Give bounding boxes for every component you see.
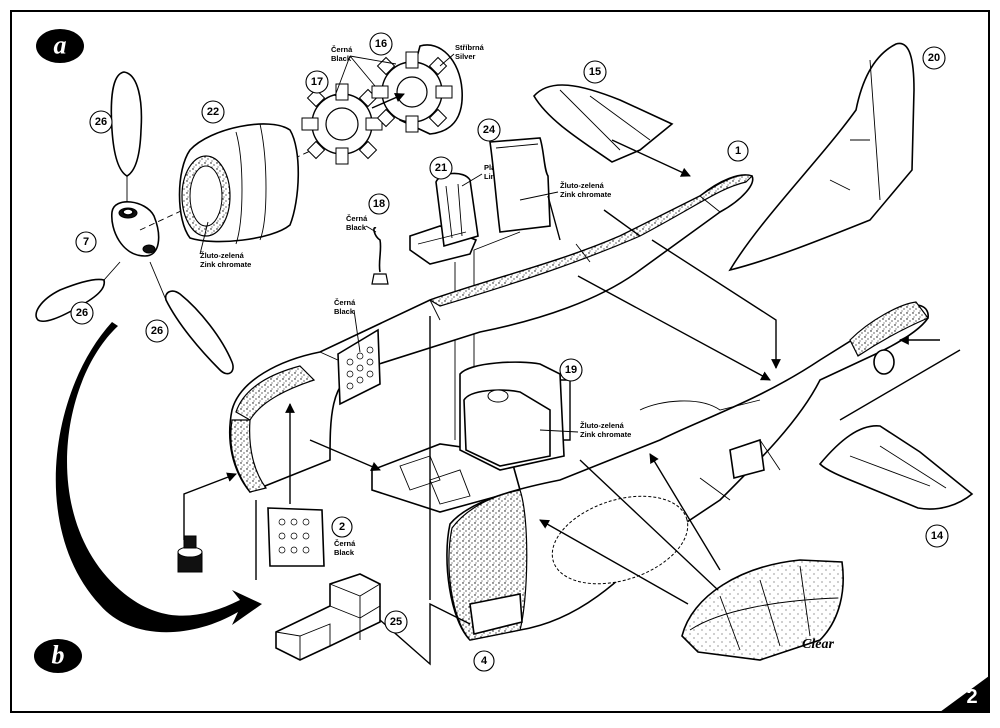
propeller-blade-right <box>149 261 234 375</box>
callout-15-text: 15 <box>589 66 601 78</box>
pilot-seat <box>409 172 479 265</box>
callout-25-text: 25 <box>390 616 402 628</box>
step-b-label: b <box>52 641 65 670</box>
page-number-corner <box>940 676 989 712</box>
callout-2-text: 2 <box>339 521 345 533</box>
callout-22: 22 <box>201 100 225 124</box>
engine-silver-en: Silver <box>455 52 476 61</box>
callout-18-text: 18 <box>373 198 385 210</box>
tank-zinc-leader <box>539 429 579 433</box>
callout-1-text: 1 <box>735 145 741 157</box>
fuselage-left-half <box>229 174 754 493</box>
cowl-zinc-cz: Žluto-zelená <box>200 251 245 260</box>
part2-black-cz: Černá <box>334 539 356 548</box>
engine-silver-leader <box>439 53 455 67</box>
callout-24: 24 <box>477 118 501 142</box>
callout-1: 1 <box>727 140 749 162</box>
callout-17-text: 17 <box>311 76 323 88</box>
spinner <box>111 201 160 257</box>
engine-cowling <box>178 123 300 245</box>
headrest-zinc-cz: Žluto-zelená <box>560 181 605 190</box>
cowl-zinc-en: Zink chromate <box>200 260 251 269</box>
callout-26-left-text: 26 <box>76 307 88 319</box>
callout-26-left: 26 <box>70 301 94 325</box>
panel-black-cz: Černá <box>334 298 356 307</box>
firewall-tank <box>459 361 565 471</box>
callout-17: 17 <box>305 70 329 94</box>
callout-26-top-text: 26 <box>95 116 107 128</box>
stabilizer-right <box>818 425 974 510</box>
propeller-blade-top <box>110 71 143 206</box>
callout-26-right: 26 <box>145 319 169 343</box>
callout-16: 16 <box>369 32 393 56</box>
seat-linen-leader <box>461 173 483 187</box>
callout-15: 15 <box>583 60 607 84</box>
callout-14-text: 14 <box>931 530 944 542</box>
block-25 <box>275 573 381 661</box>
instrument-panel-part2 <box>267 507 325 567</box>
panel-black-en: Black <box>334 307 355 316</box>
callout-19-text: 19 <box>565 364 577 376</box>
engine-black-en: Black <box>331 54 352 63</box>
step-b-badge: b <box>34 639 82 673</box>
callout-16-text: 16 <box>375 38 387 50</box>
callout-20-text: 20 <box>928 52 940 64</box>
callout-26-right-text: 26 <box>151 325 163 337</box>
engine-front-row <box>301 83 383 165</box>
tail-wheel <box>873 349 895 375</box>
headrest-zinc-leader <box>519 191 559 201</box>
tank-zinc-en: Zink chromate <box>580 430 631 439</box>
callout-21: 21 <box>429 156 453 180</box>
engine-rear-row <box>371 44 463 135</box>
headrest-armor <box>489 137 551 233</box>
stick-black-cz: Černá <box>346 214 368 223</box>
assembly-leader-lines <box>183 139 961 666</box>
callout-7-text: 7 <box>83 236 89 248</box>
callout-18: 18 <box>368 193 390 215</box>
control-stick <box>371 226 389 285</box>
callout-25: 25 <box>384 610 408 634</box>
callout-20: 20 <box>922 46 946 70</box>
tank-zinc-cz: Žluto-zelená <box>580 421 625 430</box>
callout-21-text: 21 <box>435 162 447 174</box>
step-a-badge: a <box>36 29 84 63</box>
stabilizer-left <box>533 84 674 163</box>
panel-black-leader <box>353 309 361 353</box>
instrument-panel <box>337 328 381 406</box>
stick-black-leader <box>365 225 377 233</box>
page-frame <box>10 10 990 713</box>
engine-silver-cz: Stříbrná <box>455 43 485 52</box>
callout-26-top: 26 <box>89 110 113 134</box>
headrest-zinc-en: Zink chromate <box>560 190 611 199</box>
callout-7: 7 <box>75 231 97 253</box>
cowl-zinc-leader <box>199 221 209 255</box>
callout-24-text: 24 <box>483 124 496 136</box>
small-fitting <box>177 535 203 573</box>
step-a-label: a <box>54 31 67 60</box>
canopy <box>681 559 844 661</box>
callout-4-text: 4 <box>481 655 488 667</box>
engine-black-leaders <box>334 55 397 97</box>
callout-4: 4 <box>473 650 495 672</box>
canopy-clear-label: Clear <box>802 637 834 652</box>
callout-22-text: 22 <box>207 106 219 118</box>
fuselage-right-half <box>446 301 929 641</box>
engine-black-cz: Černá <box>331 45 353 54</box>
propeller-blade-left <box>35 261 121 322</box>
page-number: 2 <box>966 686 977 708</box>
engine-join-arrow <box>371 93 405 109</box>
callout-14: 14 <box>925 524 949 548</box>
callout-19: 19 <box>559 358 583 382</box>
part2-black-en: Black <box>334 548 355 557</box>
stick-black-en: Black <box>346 223 367 232</box>
tail-fin <box>728 42 915 272</box>
callout-2: 2 <box>331 516 353 538</box>
step-transition-arrow <box>55 322 262 633</box>
